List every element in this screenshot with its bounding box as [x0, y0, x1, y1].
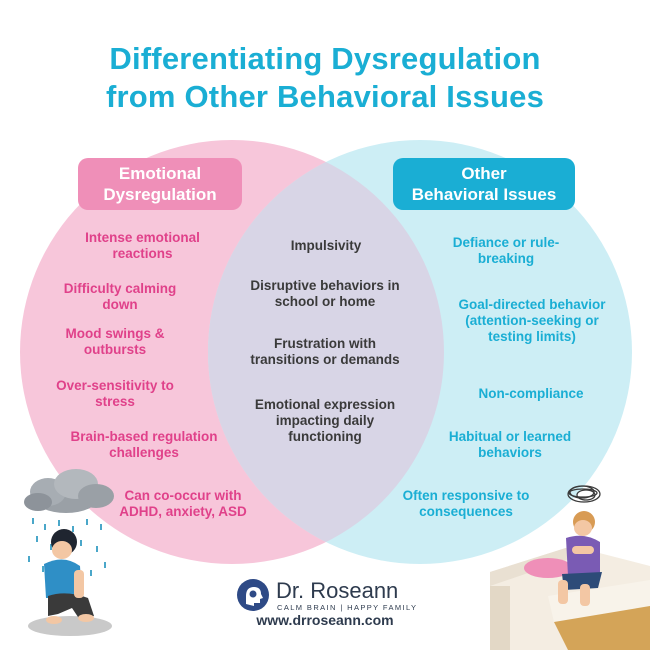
right-item-habitual-learned: Habitual or learned behaviors — [448, 429, 572, 460]
overlap-region — [208, 140, 444, 564]
rain-drops-icon — [28, 518, 106, 576]
brain-head-icon — [237, 579, 269, 611]
website-link[interactable]: www.drroseann.com — [256, 612, 394, 628]
left-item-mood-swings: Mood swings & outbursts — [65, 326, 165, 357]
child-figure — [28, 529, 112, 636]
other-behavioral-issues-heading: Other Behavioral Issues — [393, 158, 575, 210]
page-title: Differentiating Dysregulation from Other… — [0, 40, 650, 116]
rain-cloud-icon — [24, 469, 114, 513]
left-item-brain-based-regulation: Brain-based regulation challenges — [70, 429, 218, 460]
left-item-intense-emotional-reactions: Intense emotional reactions — [85, 230, 200, 261]
right-item-goal-directed: Goal-directed behavior (attention-seekin… — [458, 297, 606, 344]
right-item-non-compliance: Non-compliance — [478, 386, 584, 401]
title-line-1: Differentiating Dysregulation — [109, 41, 541, 76]
center-item-disruptive-behaviors: Disruptive behaviors in school or home — [250, 278, 400, 309]
left-item-can-co-occur: Can co-occur with ADHD, anxiety, ASD — [119, 488, 247, 519]
child-figure — [524, 511, 602, 606]
logo-name: Dr. Roseann — [276, 578, 399, 603]
sad-child-illustration — [24, 469, 114, 636]
scribble-icon — [567, 485, 601, 503]
right-item-responsive-consequences: Often responsive to consequences — [402, 488, 530, 519]
logo-tagline: CALM BRAIN | HAPPY FAMILY — [277, 603, 418, 612]
left-item-over-sensitivity: Over-sensitivity to stress — [56, 378, 174, 409]
center-item-frustration-transitions: Frustration with transitions or demands — [250, 336, 400, 367]
frustrated-child-illustration — [490, 485, 650, 650]
center-item-impulsivity: Impulsivity — [290, 238, 362, 253]
right-item-defiance: Defiance or rule-breaking — [452, 235, 560, 266]
title-line-2: from Other Behavioral Issues — [105, 79, 545, 114]
left-item-difficulty-calming-down: Difficulty calming down — [63, 281, 177, 312]
emotional-dysregulation-heading: Emotional Dysregulation — [78, 158, 242, 210]
center-item-emotional-expression: Emotional expression impacting daily fun… — [254, 397, 396, 444]
dr-roseann-logo: Dr. Roseann CALM BRAIN | HAPPY FAMILY — [236, 578, 418, 614]
